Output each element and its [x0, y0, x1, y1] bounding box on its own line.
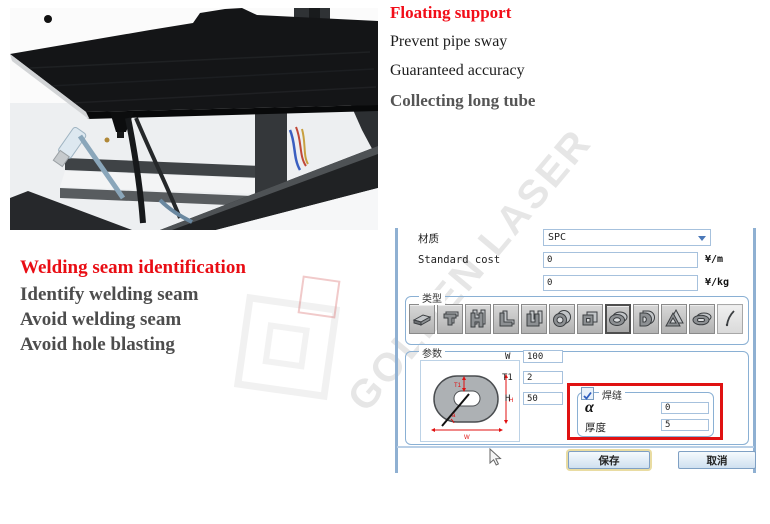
shape-button-oval-tube[interactable] — [605, 304, 631, 334]
tube-section-diagram: T1 H W a — [420, 360, 520, 442]
param-t1-input[interactable] — [523, 371, 563, 384]
weld-checkbox[interactable] — [581, 387, 594, 400]
standard-cost-label: Standard cost — [418, 254, 501, 266]
welding-seam-line-3: Avoid hole blasting — [20, 334, 175, 355]
l-angle-icon — [499, 310, 515, 327]
floating-support-line-3: Collecting long tube — [390, 91, 536, 110]
shape-button-custom-shape[interactable] — [717, 304, 743, 334]
weld-alpha-label: α — [585, 399, 594, 416]
photo-dot — [44, 15, 52, 23]
shape-button-d-tube[interactable] — [633, 304, 659, 334]
type-group-label: 类型 — [419, 290, 445, 305]
watermark-logo-red-accent — [297, 275, 341, 319]
check-icon — [583, 391, 592, 400]
dim-w-label: W — [464, 435, 470, 441]
tube-section-art: T1 H W a — [431, 374, 513, 441]
round-tube-icon — [553, 310, 571, 327]
pneumatic-fitting — [52, 126, 87, 168]
machine-base-frame — [10, 103, 378, 230]
param-h-input[interactable] — [523, 392, 563, 405]
weld-alpha-input[interactable] — [661, 402, 709, 414]
d-tube-icon — [639, 310, 655, 327]
mouse-cursor-icon — [489, 447, 503, 471]
shape-button-round-tube[interactable] — [549, 304, 575, 334]
material-label: 材质 — [418, 233, 439, 245]
shape-button-row — [409, 304, 743, 334]
table-surface — [10, 8, 378, 120]
machine-photo — [10, 8, 378, 230]
shape-button-square-tube[interactable] — [577, 304, 603, 334]
oval-tube-icon — [609, 311, 628, 326]
floating-support-title: Floating support — [390, 3, 512, 22]
angle-label: a — [452, 413, 456, 419]
h-beam-icon — [470, 309, 486, 328]
unit-per-meter: ¥/m — [705, 254, 724, 265]
cancel-button[interactable]: 取消 — [678, 451, 756, 469]
machine-photo-art — [10, 8, 378, 230]
param-h-label: H — [505, 394, 511, 404]
weld-highlight-box — [567, 383, 723, 440]
chevron-down-icon[interactable] — [698, 236, 706, 241]
dialog-left-border — [395, 228, 398, 473]
machine-underframe-beams — [60, 158, 262, 206]
cables — [77, 117, 193, 224]
floating-support-line-1: Prevent pipe sway — [390, 33, 508, 50]
welding-seam-title: Welding seam identification — [20, 257, 246, 278]
watermark-logo-inner — [262, 322, 310, 370]
param-w-label: W — [505, 352, 511, 362]
shape-button-flat-oval-tube[interactable] — [689, 304, 715, 334]
dialog-footer-divider — [397, 446, 754, 448]
shape-button-l-angle[interactable] — [493, 304, 519, 334]
flat-oval-tube-icon — [692, 312, 712, 326]
custom-shape-pen-icon — [725, 310, 735, 327]
material-selected-value: SPC — [548, 232, 567, 243]
param-group-label: 参数 — [419, 345, 445, 360]
save-button[interactable]: 保存 — [568, 451, 650, 469]
shape-button-flat-bar[interactable] — [409, 304, 435, 334]
floating-support-line-2: Guaranteed accuracy — [390, 62, 525, 79]
weld-group-label: 焊缝 — [599, 387, 625, 402]
dim-t1-label: T1 — [454, 383, 462, 389]
unit-per-kg: ¥/kg — [705, 277, 730, 288]
weld-thickness-input[interactable] — [661, 419, 709, 431]
shape-button-t-profile[interactable] — [437, 304, 463, 334]
cost-per-meter-input[interactable] — [543, 252, 698, 268]
shape-button-h-beam[interactable] — [465, 304, 491, 334]
floating-support-block: Floating support Prevent pipe sway Guara… — [390, 3, 535, 111]
welding-seam-line-1: Identify welding seam — [20, 284, 199, 305]
type-group-box — [405, 296, 749, 345]
flat-bar-icon — [412, 314, 432, 326]
param-w-input[interactable] — [523, 350, 563, 363]
cost-per-kg-input[interactable] — [543, 275, 698, 291]
shape-button-u-channel[interactable] — [521, 304, 547, 334]
param-group-box — [405, 351, 749, 445]
triangle-tube-icon — [665, 308, 684, 327]
t-profile-icon — [443, 311, 459, 326]
dialog-right-border — [753, 228, 756, 473]
material-select[interactable]: SPC — [543, 229, 711, 246]
square-tube-icon — [582, 311, 598, 326]
weld-group-box — [577, 392, 714, 437]
welding-seam-block: Welding seam identification Identify wel… — [20, 257, 246, 357]
dim-h-label: H — [509, 398, 513, 404]
watermark-logo — [233, 293, 341, 401]
u-channel-icon — [526, 310, 543, 327]
shape-button-triangle-tube[interactable] — [661, 304, 687, 334]
weld-thickness-label: 厚度 — [585, 422, 606, 434]
welding-seam-line-2: Avoid welding seam — [20, 309, 182, 330]
param-t1-label: T1 — [502, 373, 513, 383]
